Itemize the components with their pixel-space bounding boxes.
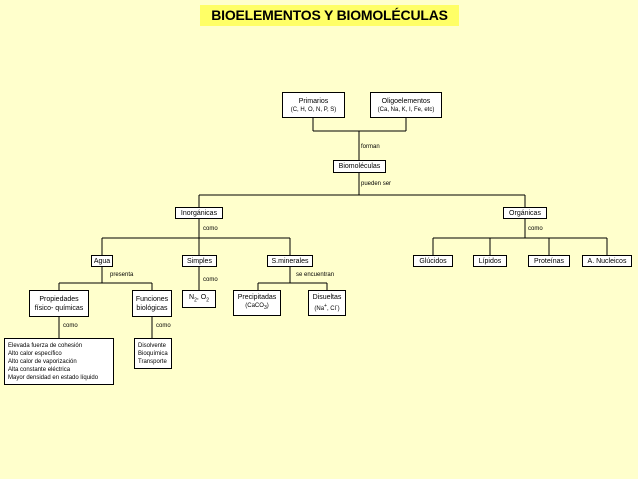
edge-label-se-encuentran: se encuentran [296, 272, 335, 278]
node-oligoelementos-label: Oligoelementos [381, 97, 431, 105]
node-proteinas-label: Proteínas [534, 257, 564, 265]
node-agua: Agua [91, 255, 113, 267]
edge-label-como-organicas: como [528, 226, 543, 232]
node-funciones-line1: Funciones [135, 295, 169, 303]
node-agua-label: Agua [93, 257, 111, 265]
node-sminerales-label: S.minerales [271, 257, 309, 265]
node-acidos-nucleicos: A. Nucleicos [582, 255, 632, 267]
list-item: Mayor densidad en estado líquido [8, 374, 99, 381]
edge-label-como-propiedades: como [63, 323, 78, 329]
node-propiedades-line1: Propiedades [39, 295, 79, 303]
node-oligoelementos: Oligoelementos (Ca, Na, K, I, Fe, etc) [370, 92, 442, 118]
node-funciones: Funciones biológicas [132, 290, 172, 317]
list-item: Alta constante eléctrica [8, 366, 71, 373]
node-organicas-label: Orgánicas [509, 209, 541, 217]
edge-label-como-inorganicas: como [203, 226, 218, 232]
node-precipitadas: Precipitadas (CaCO3) [233, 290, 281, 316]
node-biomoleculas-label: Biomoléculas [338, 163, 381, 170]
node-primarios-label: Primarios [298, 97, 329, 105]
page-title: BIOELEMENTOS Y BIOMOLÉCULAS [200, 5, 459, 26]
node-lipidos: Lípidos [473, 255, 507, 267]
node-gases-formula: N2, O2 [189, 293, 209, 304]
node-oligoelementos-sub: (Ca, Na, K, I, Fe, etc) [377, 106, 435, 113]
node-primarios: Primarios (C, H, O, N, P, S) [282, 92, 345, 118]
list-item: Alto calor de vaporización [8, 358, 77, 365]
node-disueltas: Disueltas (Na+, Cl-) [308, 290, 346, 316]
node-lipidos-label: Lípidos [478, 257, 502, 265]
node-precipitadas-label: Precipitadas [237, 294, 277, 302]
list-item: Transporte [138, 358, 167, 365]
node-primarios-sub: (C, H, O, N, P, S) [290, 106, 337, 113]
list-item: Elevada fuerza de cohesión [8, 342, 83, 349]
node-glucidos: Glúcidos [413, 255, 453, 267]
node-proteinas: Proteínas [528, 255, 570, 267]
node-simples: Simples [182, 255, 217, 267]
node-disueltas-label: Disueltas [312, 294, 342, 301]
list-item: Disolvente [138, 342, 167, 349]
node-propiedades: Propiedades físico- químicas [29, 290, 89, 317]
edge-label-presenta: presenta [110, 272, 134, 278]
node-biomoleculas: Biomoléculas [333, 160, 386, 173]
node-simples-label: Simples [187, 257, 212, 265]
node-inorganicas: Inorgánicas [175, 207, 223, 219]
node-disueltas-sub: (Na+, Cl-) [314, 303, 340, 312]
node-precipitadas-sub: (CaCO3) [245, 303, 269, 312]
node-propiedades-line2: físico- químicas [34, 304, 84, 312]
node-sminerales: S.minerales [267, 255, 313, 267]
propiedades-list: Elevada fuerza de cohesión Alto calor es… [4, 338, 114, 385]
node-funciones-line2: biológicas [136, 304, 168, 312]
node-inorganicas-label: Inorgánicas [180, 209, 218, 217]
node-acidos-nucleicos-label: A. Nucleicos [587, 257, 627, 265]
edge-label-como-funciones: como [156, 323, 171, 329]
list-item: Bioquímica [138, 350, 168, 357]
edge-label-pueden-ser: pueden ser [361, 181, 392, 187]
edge-label-forman: forman [361, 144, 380, 150]
node-gases: N2, O2 [182, 290, 216, 308]
list-item: Alto calor específico [8, 350, 62, 357]
node-organicas: Orgánicas [503, 207, 547, 219]
edge-label-como-simples: como [203, 277, 218, 283]
node-glucidos-label: Glúcidos [419, 257, 447, 265]
funciones-list: Disolvente Bioquímica Transporte [134, 338, 172, 369]
